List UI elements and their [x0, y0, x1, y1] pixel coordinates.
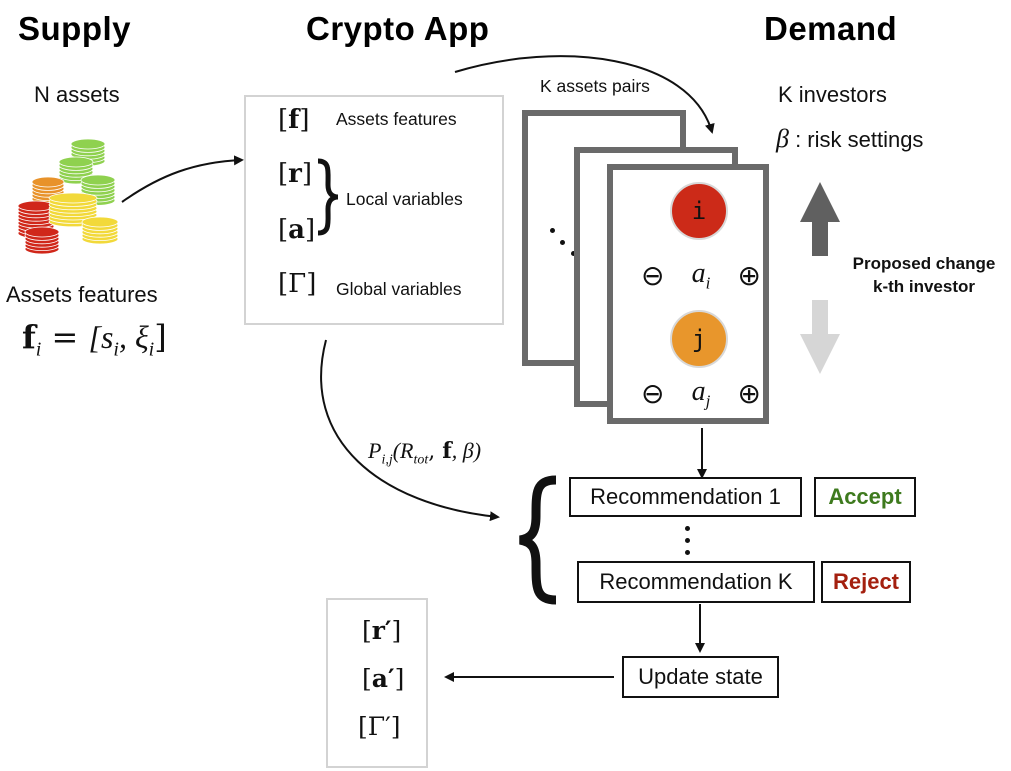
- k-investors-label: K investors: [778, 82, 887, 107]
- var-f-label: Assets features: [336, 109, 457, 129]
- recommendation-1[interactable]: Recommendation 1: [569, 477, 802, 517]
- crypto-app-header: Crypto App: [306, 10, 490, 47]
- var-a-symbol: a: [288, 215, 306, 245]
- down-arrow-icon: [800, 300, 840, 374]
- coin-stacks-icon: [17, 132, 128, 260]
- asset-i-badge: i: [670, 182, 728, 240]
- var-f: [f]: [278, 105, 310, 135]
- coin: [58, 156, 94, 168]
- beta-symbol: β: [776, 124, 789, 153]
- aj-var: a: [691, 376, 706, 407]
- reject-button[interactable]: Reject: [821, 561, 911, 603]
- ai-sub: i: [705, 273, 711, 293]
- prob-sep: ,: [428, 439, 443, 464]
- coin: [80, 174, 116, 186]
- asset-j-badge: j: [670, 310, 728, 368]
- update-state-box[interactable]: Update state: [622, 656, 779, 698]
- local-variables-label: Local variables: [346, 189, 463, 209]
- pair-card-front[interactable]: i ⊖ ai ⊕ j ⊖ aj ⊕: [607, 164, 769, 424]
- formula-sub-i: i: [113, 338, 119, 361]
- decrease-aj-button[interactable]: ⊖: [641, 376, 665, 410]
- increase-aj-button[interactable]: ⊕: [737, 376, 761, 410]
- coin: [81, 216, 119, 228]
- decrease-ai-button[interactable]: ⊖: [641, 258, 665, 292]
- formula-f: f: [22, 318, 36, 356]
- ellipsis-dot: [685, 526, 690, 531]
- coin-stack: [81, 216, 119, 245]
- aj-variable: aj: [692, 376, 711, 412]
- proposed-line-2: k-th investor: [872, 277, 976, 296]
- local-brace-icon: [317, 158, 339, 236]
- prob-r: (R: [392, 438, 414, 463]
- var-a: [a]: [278, 215, 316, 245]
- coin-stack: [24, 226, 60, 255]
- aj-sub: j: [705, 391, 711, 411]
- asset-j-letter: j: [691, 325, 707, 353]
- prob-sub: i,j: [381, 452, 393, 468]
- ellipsis-dot: [560, 240, 565, 245]
- risk-text: : risk settings: [788, 127, 924, 152]
- proposed-change-label: Proposed change k-th investor: [834, 252, 1011, 298]
- new-a-symbol: a′: [371, 664, 395, 693]
- new-gamma: [Γ′]: [358, 712, 401, 741]
- formula-eq: =: [51, 318, 79, 356]
- asset-i-controls: ⊖ ai ⊕: [641, 258, 761, 294]
- prob-tail: , β): [451, 438, 482, 463]
- recommendations-brace-icon: [519, 475, 557, 605]
- arrow-app-to-pairs: [454, 55, 715, 134]
- ellipsis-dot: [685, 550, 690, 555]
- probability-formula: Pi,j(Rtot, f, β): [368, 438, 481, 468]
- arrow-app-to-recommendations: [320, 339, 500, 522]
- new-r: [r′]: [362, 616, 402, 645]
- n-assets-label: N assets: [34, 82, 120, 107]
- ai-variable: ai: [692, 258, 711, 294]
- supply-header: Supply: [18, 10, 132, 47]
- assets-features-label: Assets features: [6, 282, 158, 307]
- arrow-supply-to-app: [121, 155, 244, 203]
- coin: [24, 226, 60, 238]
- accept-button[interactable]: Accept: [814, 477, 916, 517]
- asset-i-letter: i: [691, 197, 707, 225]
- var-r-symbol: r: [288, 159, 302, 189]
- increase-ai-button[interactable]: ⊕: [737, 258, 761, 292]
- asset-pairs-label: K assets pairs: [540, 76, 650, 96]
- formula-sub-i: i: [148, 338, 155, 361]
- demand-header: Demand: [764, 10, 898, 47]
- up-arrow-icon: [800, 182, 840, 256]
- var-gamma-symbol: Γ: [288, 269, 307, 299]
- ellipsis-dot: [685, 538, 690, 543]
- ai-var: a: [691, 258, 706, 289]
- coin: [17, 200, 55, 212]
- coin: [31, 176, 65, 188]
- new-a: [a′]: [362, 664, 405, 693]
- coin: [48, 192, 98, 204]
- new-state-box: [r′] [a′] [Γ′]: [326, 598, 428, 768]
- proposed-line-1: Proposed change: [852, 254, 996, 273]
- new-r-symbol: r′: [371, 616, 392, 645]
- var-f-symbol: f: [288, 105, 300, 135]
- ellipsis-dot: [550, 228, 555, 233]
- recommendation-k[interactable]: Recommendation K: [577, 561, 815, 603]
- var-gamma-label: Global variables: [336, 279, 462, 299]
- prob-p: P: [368, 438, 382, 463]
- formula-close: ]: [154, 318, 167, 356]
- formula-xi: , ξ: [118, 319, 149, 355]
- var-gamma: [Γ]: [278, 269, 317, 299]
- prob-f: f: [442, 438, 452, 464]
- prob-r-sub: tot: [413, 452, 429, 468]
- var-r: [r]: [278, 159, 313, 189]
- risk-settings-label: β : risk settings: [776, 124, 923, 154]
- formula-s: [s: [88, 319, 114, 355]
- asset-j-controls: ⊖ aj ⊕: [641, 376, 761, 412]
- new-gamma-symbol: Γ′: [367, 712, 391, 741]
- features-formula: fi = [si, ξi]: [22, 318, 167, 361]
- coin: [70, 138, 106, 150]
- app-state-box: [f] Assets features [r] [a] Local variab…: [244, 95, 504, 325]
- ellipsis-dot: [571, 251, 576, 256]
- formula-sub-i: i: [35, 338, 42, 361]
